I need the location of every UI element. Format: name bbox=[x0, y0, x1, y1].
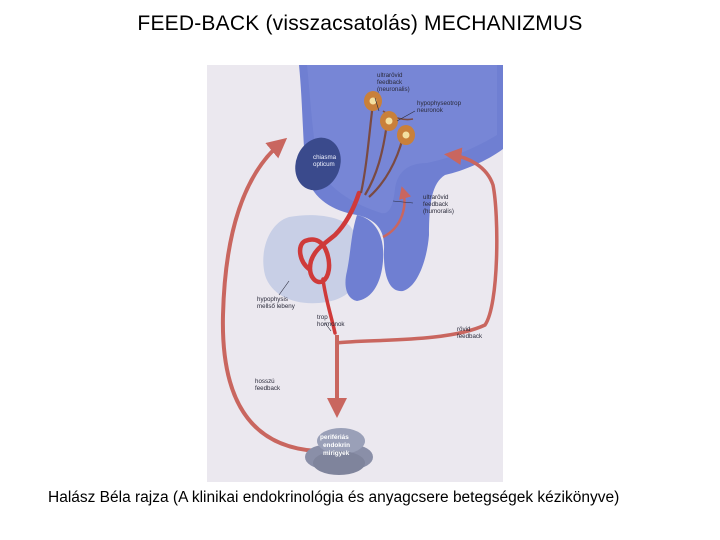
label-humoral-feedback-3: (humoralis) bbox=[423, 208, 454, 215]
label-hypophyseotrop-1: hypophyseotrop bbox=[417, 100, 462, 107]
label-short-feedback-1: rövid bbox=[457, 326, 471, 333]
label-trop-hormones-1: trop bbox=[317, 314, 328, 321]
label-hypophyseotrop-2: neuronok bbox=[417, 107, 444, 114]
label-chiasma-1: chiasma bbox=[313, 154, 337, 161]
label-pituitary-2: mellső lebeny bbox=[257, 303, 296, 310]
label-ultrashort-feedback-1: ultrarövid bbox=[377, 72, 403, 79]
label-humoral-feedback-2: feedback bbox=[423, 201, 449, 208]
label-long-feedback-2: feedback bbox=[255, 385, 281, 392]
feedback-diagram: ultrarövid feedback (neuronalis) hypophy… bbox=[207, 65, 503, 482]
label-chiasma-2: opticum bbox=[313, 161, 335, 168]
long-feedback-arrow bbox=[220, 137, 318, 453]
diagram-canvas: ultrarövid feedback (neuronalis) hypophy… bbox=[207, 65, 503, 482]
label-trop-hormones-2: hormonok bbox=[317, 321, 345, 328]
label-peripheral-1: perifériás bbox=[320, 434, 349, 441]
pituitary-posterior-lobe bbox=[345, 215, 384, 301]
peripheral-glands bbox=[305, 428, 373, 475]
short-feedback-arrow bbox=[336, 147, 499, 345]
page-title: FEED-BACK (visszacsatolás) MECHANIZMUS bbox=[137, 12, 583, 35]
figure-caption: Halász Béla rajza (A klinikai endokrinol… bbox=[48, 489, 620, 506]
label-short-feedback-2: feedback bbox=[457, 333, 483, 340]
label-long-feedback-1: hosszú bbox=[255, 378, 275, 385]
chiasma-opticum-shape bbox=[295, 137, 341, 191]
label-pituitary-1: hypophysis bbox=[257, 296, 288, 303]
label-peripheral-2: endokrin bbox=[323, 442, 350, 449]
label-humoral-feedback-1: ultrarövid bbox=[423, 194, 449, 201]
label-ultrashort-feedback-3: (neuronalis) bbox=[377, 86, 410, 93]
label-peripheral-3: mirigyek bbox=[323, 450, 350, 457]
label-ultrashort-feedback-2: feedback bbox=[377, 79, 403, 86]
